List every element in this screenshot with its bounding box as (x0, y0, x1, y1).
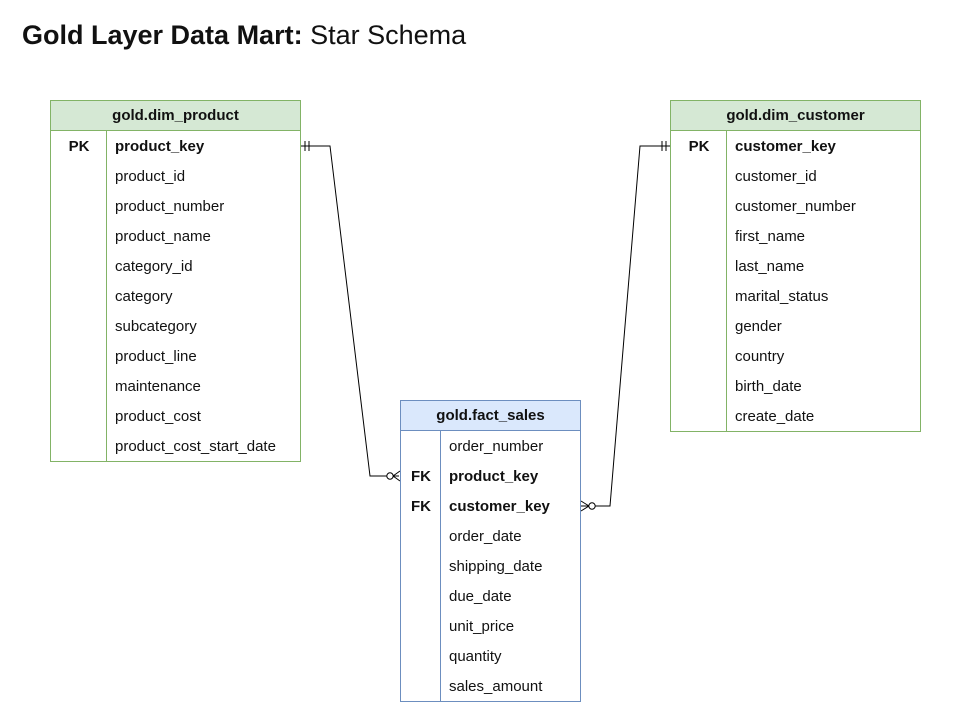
relationship-line-customer (581, 145, 670, 507)
column-name: shipping_date (449, 557, 543, 575)
column-name: customer_id (735, 167, 817, 185)
diagram-title-bold: Gold Layer Data Mart: (22, 20, 303, 50)
column-name: product_key (449, 467, 539, 485)
column-name: product_name (115, 227, 211, 245)
column-name: create_date (735, 407, 815, 425)
column-row[interactable]: subcategory (51, 311, 300, 341)
column-row[interactable]: customer_number (671, 191, 920, 221)
fk-badge: FK (411, 497, 431, 515)
column-row[interactable]: product_number (51, 191, 300, 221)
column-row[interactable]: product_cost (51, 401, 300, 431)
column-row[interactable]: shipping_date (401, 551, 580, 581)
column-row[interactable]: last_name (671, 251, 920, 281)
column-name: customer_number (735, 197, 856, 215)
column-row[interactable]: marital_status (671, 281, 920, 311)
key-column (401, 431, 441, 701)
column-name: country (735, 347, 785, 365)
column-row[interactable]: birth_date (671, 371, 920, 401)
column-row[interactable]: gender (671, 311, 920, 341)
column-row[interactable]: product_cost_start_date (51, 431, 300, 461)
column-name: product_cost (115, 407, 201, 425)
column-name: order_number (449, 437, 544, 455)
column-row[interactable]: category (51, 281, 300, 311)
column-name: product_number (115, 197, 225, 215)
column-name: maintenance (115, 377, 201, 395)
column-row[interactable]: FK product_key (401, 461, 580, 491)
column-name: category (115, 287, 173, 305)
column-name: order_date (449, 527, 522, 545)
column-row[interactable]: product_line (51, 341, 300, 371)
column-row[interactable]: country (671, 341, 920, 371)
column-row[interactable]: PK product_key (51, 131, 300, 161)
column-name: product_key (115, 137, 205, 155)
column-name: sales_amount (449, 677, 543, 695)
column-name: category_id (115, 257, 193, 275)
column-name: due_date (449, 587, 512, 605)
column-name: product_id (115, 167, 186, 185)
column-name: product_cost_start_date (115, 437, 276, 455)
crow-foot-customer-a (580, 500, 590, 507)
zero-marker-product (386, 472, 394, 480)
pk-badge: PK (688, 137, 710, 155)
column-row[interactable]: order_date (401, 521, 580, 551)
column-row[interactable]: product_name (51, 221, 300, 251)
entity-header: gold.dim_customer (671, 101, 920, 131)
column-row[interactable]: sales_amount (401, 671, 580, 701)
column-name: subcategory (115, 317, 197, 335)
column-row[interactable]: PK customer_key (671, 131, 920, 161)
key-column (51, 131, 107, 461)
column-row[interactable]: first_name (671, 221, 920, 251)
diagram-title-rest: Star Schema (302, 20, 467, 50)
column-name: birth_date (735, 377, 802, 395)
diagram-title: Gold Layer Data Mart: Star Schema (22, 20, 466, 51)
fk-badge: FK (411, 467, 431, 485)
column-row[interactable]: unit_price (401, 611, 580, 641)
entity-header: gold.dim_product (51, 101, 300, 131)
entity-dim-product[interactable]: gold.dim_product PK product_key product_id… (50, 100, 301, 462)
entity-dim-customer[interactable]: gold.dim_customer PK customer_key customer… (670, 100, 921, 432)
column-name: product_line (115, 347, 197, 365)
column-row[interactable]: FK customer_key (401, 491, 580, 521)
column-row[interactable]: quantity (401, 641, 580, 671)
column-row[interactable]: due_date (401, 581, 580, 611)
column-name: quantity (449, 647, 502, 665)
column-name: first_name (735, 227, 806, 245)
column-row[interactable]: maintenance (51, 371, 300, 401)
key-column (671, 131, 727, 431)
column-name: last_name (735, 257, 805, 275)
column-row[interactable]: category_id (51, 251, 300, 281)
column-row[interactable]: customer_id (671, 161, 920, 191)
column-row[interactable]: order_number (401, 431, 580, 461)
crow-foot-product-b (392, 475, 401, 482)
column-name: marital_status (735, 287, 829, 305)
column-name: customer_key (449, 497, 550, 515)
relationship-line-product (301, 145, 399, 477)
pk-badge: PK (68, 137, 90, 155)
crow-foot-customer-b (580, 505, 590, 512)
crow-foot-product-a (392, 470, 401, 477)
zero-marker-customer (588, 502, 596, 510)
column-row[interactable]: create_date (671, 401, 920, 431)
column-name: customer_key (735, 137, 836, 155)
column-name: unit_price (449, 617, 515, 635)
column-row[interactable]: product_id (51, 161, 300, 191)
entity-body: PK customer_key customer_id customer_number… (671, 131, 920, 431)
column-name: gender (735, 317, 782, 335)
entity-header: gold.fact_sales (401, 401, 580, 431)
